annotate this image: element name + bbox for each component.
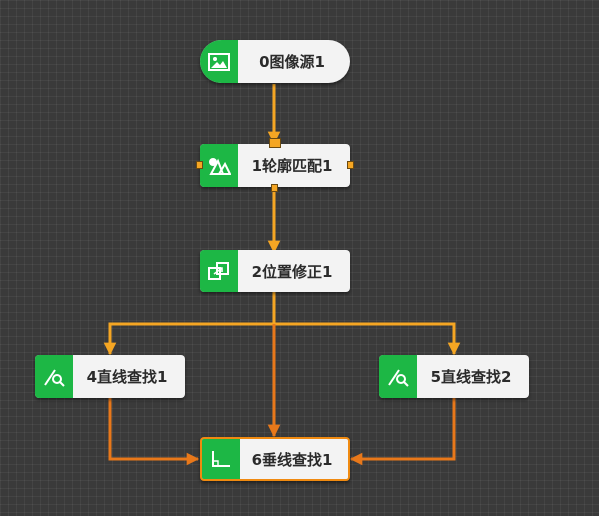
edge-5-to-6[interactable] bbox=[349, 398, 456, 466]
line-find-icon bbox=[35, 355, 73, 398]
line-find-icon bbox=[379, 355, 417, 398]
node-line-find-1[interactable]: 4直线查找1 bbox=[35, 355, 185, 398]
node-label: 1轮廓匹配1 bbox=[251, 157, 333, 175]
edge-2-to-5[interactable] bbox=[274, 322, 461, 356]
node-label: 6垂线查找1 bbox=[251, 450, 333, 469]
node-image-source[interactable]: 0图像源1 bbox=[200, 40, 350, 83]
node-label: 2位置修正1 bbox=[251, 262, 333, 281]
right-port[interactable] bbox=[347, 161, 354, 169]
node-label: 0图像源1 bbox=[259, 53, 325, 71]
image-icon bbox=[200, 40, 238, 83]
node-perpendicular-find[interactable]: 6垂线查找1 bbox=[200, 437, 350, 481]
output-port[interactable] bbox=[271, 184, 278, 192]
edge-4-to-6[interactable] bbox=[108, 398, 200, 466]
node-contour-match[interactable]: 1轮廓匹配1 bbox=[196, 138, 354, 192]
edge-2-to-4[interactable] bbox=[103, 292, 276, 356]
position-correction-icon bbox=[200, 250, 238, 292]
input-port[interactable] bbox=[269, 138, 281, 148]
contour-match-icon bbox=[200, 144, 238, 187]
perpendicular-find-icon bbox=[202, 439, 240, 479]
left-port[interactable] bbox=[196, 161, 203, 169]
node-label: 4直线查找1 bbox=[86, 368, 168, 386]
node-label: 5直线查找2 bbox=[430, 368, 512, 386]
node-position-correction[interactable]: 2位置修正1 bbox=[200, 250, 350, 292]
node-line-find-2[interactable]: 5直线查找2 bbox=[379, 355, 529, 398]
